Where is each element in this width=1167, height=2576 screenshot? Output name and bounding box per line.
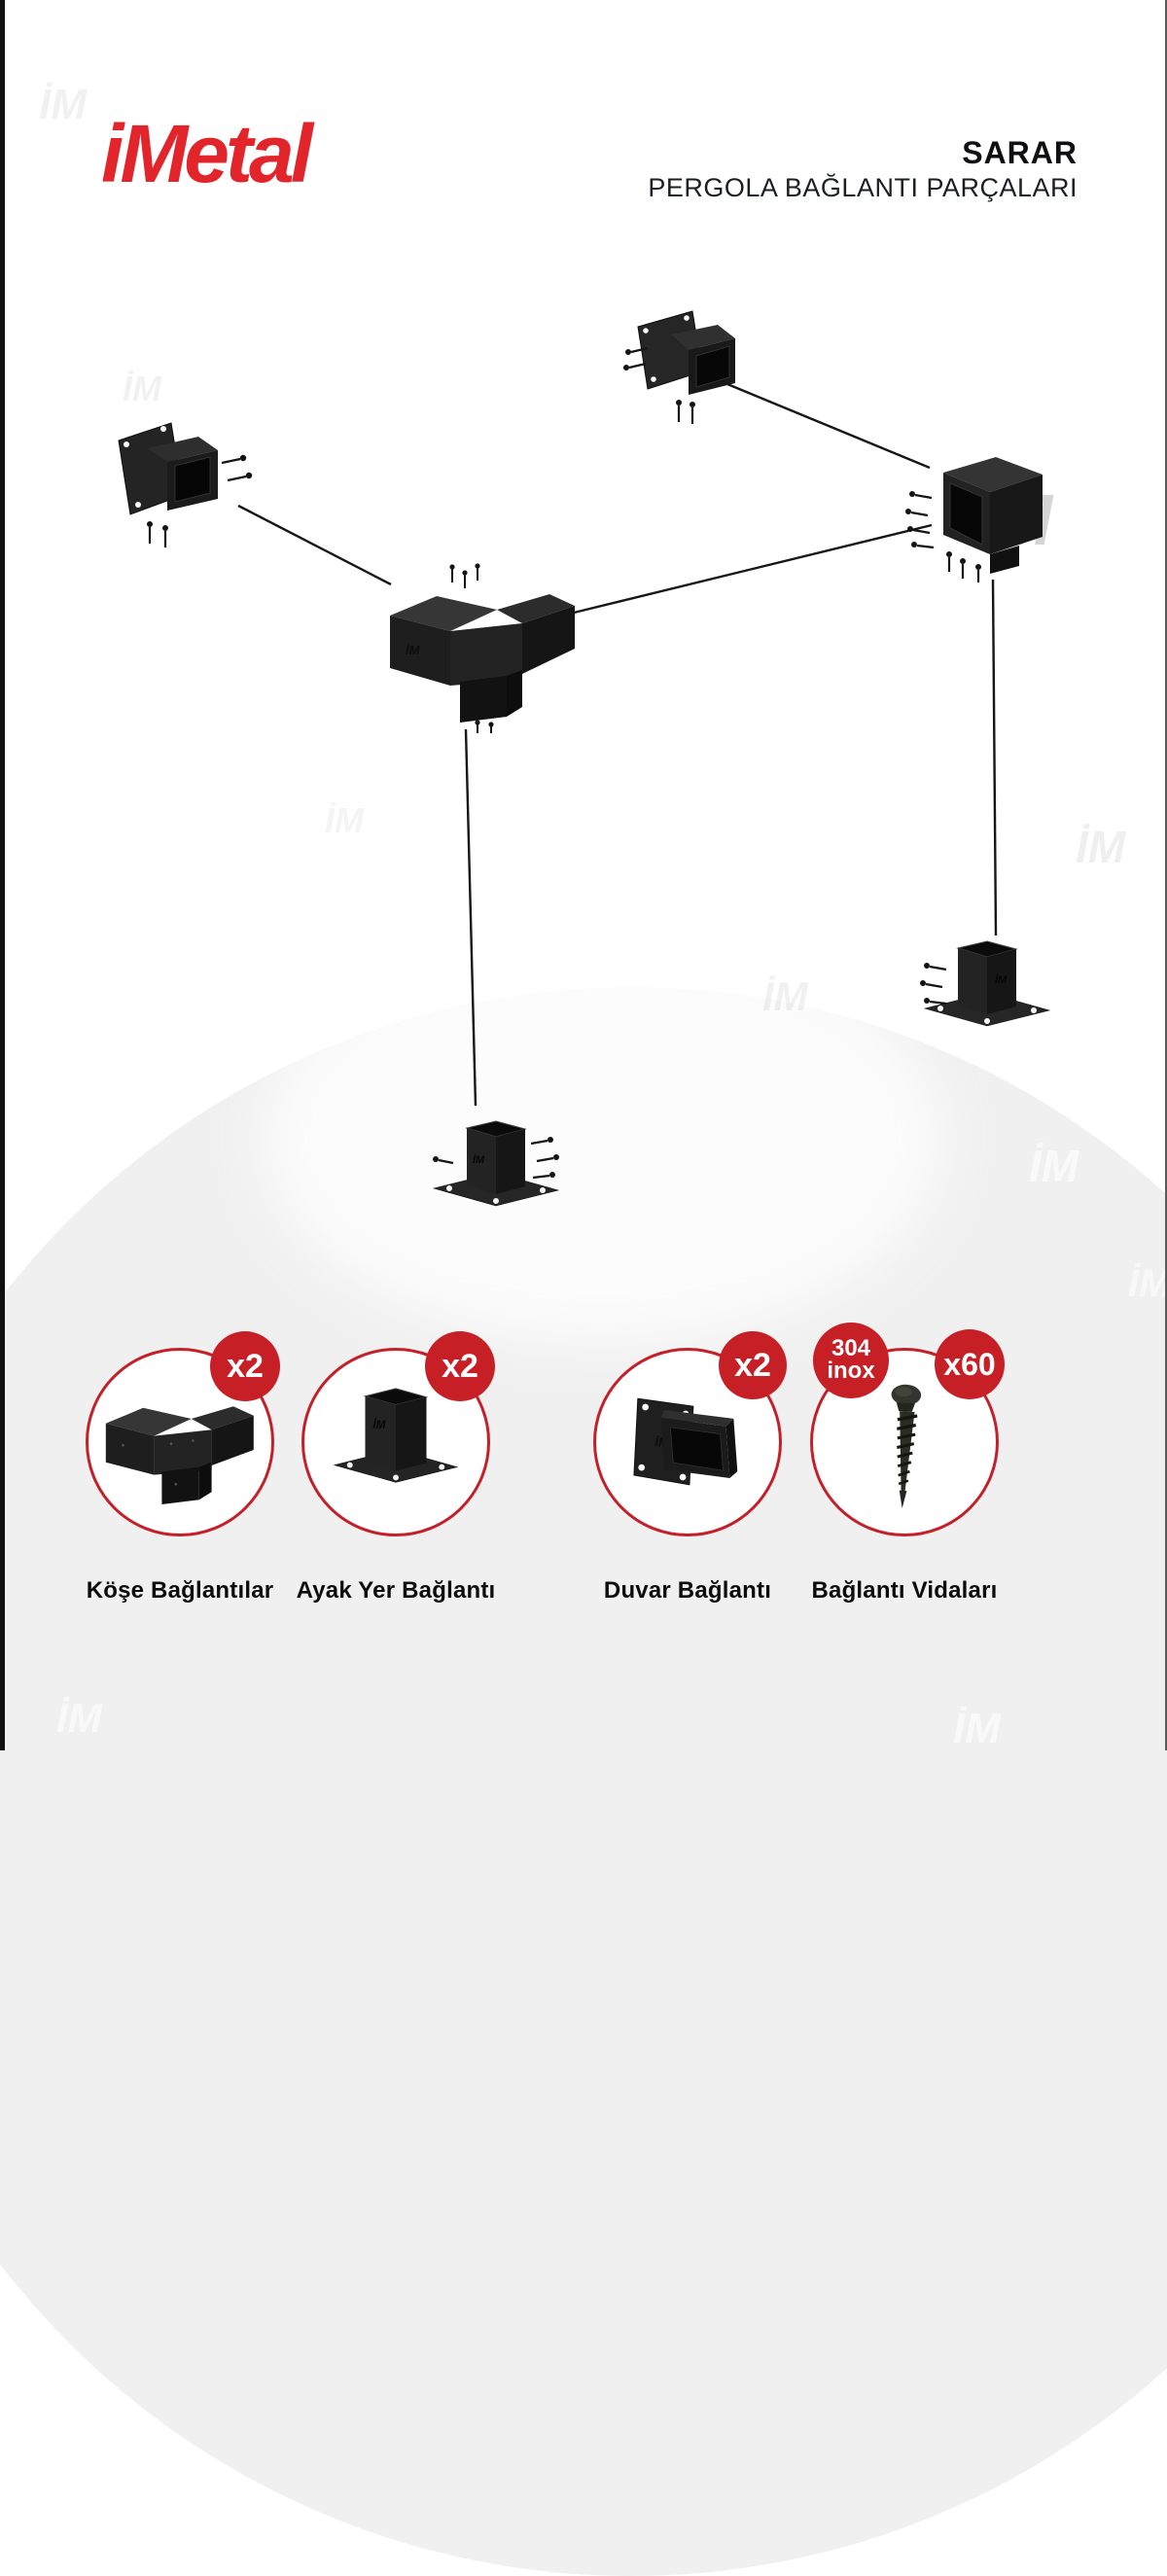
post-base-icon: İM	[333, 1388, 459, 1483]
count-badge: x2	[210, 1331, 280, 1401]
page-subtitle: PERGOLA BAĞLANTI PARÇALARI	[648, 173, 1078, 203]
watermark: İM	[762, 973, 808, 1019]
post-base-icon: İM	[920, 940, 1051, 1027]
material-badge-line1: 304	[831, 1335, 871, 1362]
catalog-item-label: Duvar Bağlantı	[603, 1577, 772, 1604]
wall-bracket-icon	[118, 422, 253, 547]
count-badge-text: x2	[442, 1347, 478, 1385]
wall-bracket-icon: İM	[633, 1397, 738, 1486]
wall-bracket-icon	[623, 310, 735, 424]
watermark: İM	[1128, 1262, 1167, 1305]
watermark: İM	[39, 81, 87, 128]
white-glow	[263, 934, 943, 1342]
part-logo-mark: İM	[473, 1153, 485, 1166]
count-badge-text: x2	[734, 1346, 771, 1384]
screw-icon	[891, 1384, 922, 1509]
count-badge: x60	[935, 1329, 1005, 1399]
part-logo-mark: İM	[406, 643, 421, 657]
post-base-icon: İM	[432, 1120, 560, 1207]
catalog-item-label: Köşe Bağlantılar	[86, 1577, 274, 1604]
page-title: SARAR	[962, 135, 1078, 170]
page-left-border	[0, 0, 5, 1750]
corner-connector-icon	[905, 457, 1043, 582]
watermark: İM	[1029, 1141, 1079, 1191]
watermark: İM	[56, 1695, 102, 1741]
part-logo-mark: İM	[995, 973, 1008, 986]
catalog-item-label: Ayak Yer Bağlantı	[296, 1577, 496, 1604]
corner-connector-icon	[105, 1406, 254, 1504]
header-title-block: SARAR PERGOLA BAĞLANTI PARÇALARI	[648, 135, 1078, 203]
connector-lines	[237, 382, 998, 1107]
watermark: İM	[123, 369, 161, 408]
brand-logo: iMetal	[101, 108, 313, 199]
page-right-border	[1165, 0, 1167, 1750]
material-badge-line2: inox	[827, 1358, 875, 1384]
watermark: İM	[1076, 822, 1126, 872]
count-badge-text: x60	[943, 1346, 996, 1382]
corner-connector-icon: İM	[390, 563, 575, 733]
count-badge-text: x2	[227, 1347, 264, 1385]
watermark: İM	[953, 1705, 1001, 1752]
watermark: İM	[325, 803, 364, 838]
part-logo-mark: İM	[372, 1418, 386, 1431]
count-badge: x2	[425, 1331, 495, 1401]
catalog-item-label: Bağlantı Vidaları	[811, 1577, 998, 1604]
count-badge: x2	[719, 1331, 787, 1399]
material-badge: 304 inox	[813, 1323, 889, 1398]
